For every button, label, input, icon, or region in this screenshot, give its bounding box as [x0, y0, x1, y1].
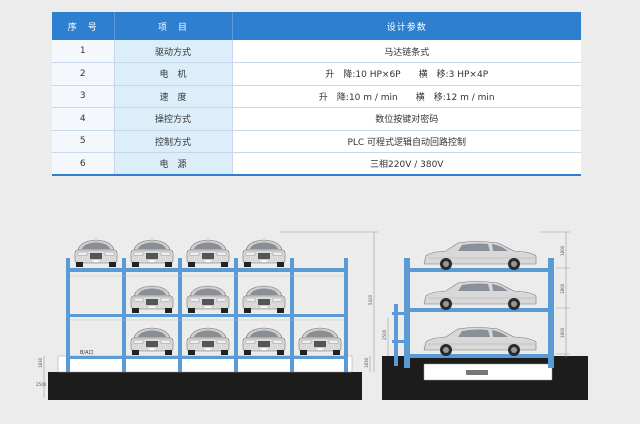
header-no: 序 号: [52, 12, 115, 40]
front-ground: [48, 372, 362, 400]
cell-no: 6: [52, 152, 115, 176]
side-dim-low: 1800: [560, 327, 565, 338]
front-pit-dim-left: 1830: [38, 357, 43, 368]
cell-no: 1: [52, 40, 115, 63]
cell-value: 三相220V / 380V: [232, 152, 581, 176]
cell-item: 电 机: [114, 62, 233, 86]
car-11: [298, 327, 342, 356]
car-4: [242, 239, 286, 268]
cell-no: 3: [52, 85, 115, 108]
car-1: [74, 239, 118, 268]
cell-no: 4: [52, 107, 115, 131]
cell-item: 操控方式: [114, 107, 233, 131]
front-ground-dim: 2500: [36, 382, 47, 387]
cell-value: 升 降:10 m / min 横 移:12 m / min: [232, 85, 581, 108]
header-value: 设计参数: [232, 12, 581, 40]
pit-label: B/A口: [80, 350, 94, 356]
front-pit-dim: 1830: [364, 357, 369, 368]
cell-value: 升 降:10 HP×6P 横 移:3 HP×4P: [232, 62, 581, 86]
car-2: [130, 239, 174, 268]
table-header-row: 序 号 项 目 设计参数: [52, 12, 581, 40]
side-platforms: [392, 268, 554, 358]
front-total-dim: 5420: [368, 294, 373, 305]
side-columns: [394, 258, 554, 368]
side-car-3: [423, 327, 537, 357]
cell-item: 电 源: [114, 152, 233, 176]
side-dim-top: 1800: [560, 245, 565, 256]
front-view: B/A口 5420 1830 2500 1830: [36, 231, 378, 400]
cell-value: PLC 可程式逻辑自动回路控制: [232, 130, 581, 153]
car-6: [186, 285, 230, 314]
cell-value: 数位按键对密码: [232, 107, 581, 131]
side-dim-left: 2500: [382, 329, 387, 340]
cell-value: 马达链条式: [232, 40, 581, 63]
car-8: [130, 327, 174, 356]
side-dim-mid: 1800: [560, 283, 565, 294]
car-10: [242, 327, 286, 356]
side-view: 1800 1800 1800 2500: [382, 231, 588, 400]
cell-item: 控制方式: [114, 130, 233, 153]
cell-item: 驱动方式: [114, 40, 233, 63]
side-car-2: [423, 281, 537, 311]
car-7: [242, 285, 286, 314]
car-9: [186, 327, 230, 356]
cell-no: 2: [52, 62, 115, 86]
side-car-1: [423, 241, 537, 271]
car-3: [186, 239, 230, 268]
cell-no: 5: [52, 130, 115, 153]
front-platforms: [66, 268, 348, 359]
header-item: 项 目: [114, 12, 233, 40]
car-5: [130, 285, 174, 314]
cell-item: 速 度: [114, 85, 233, 108]
